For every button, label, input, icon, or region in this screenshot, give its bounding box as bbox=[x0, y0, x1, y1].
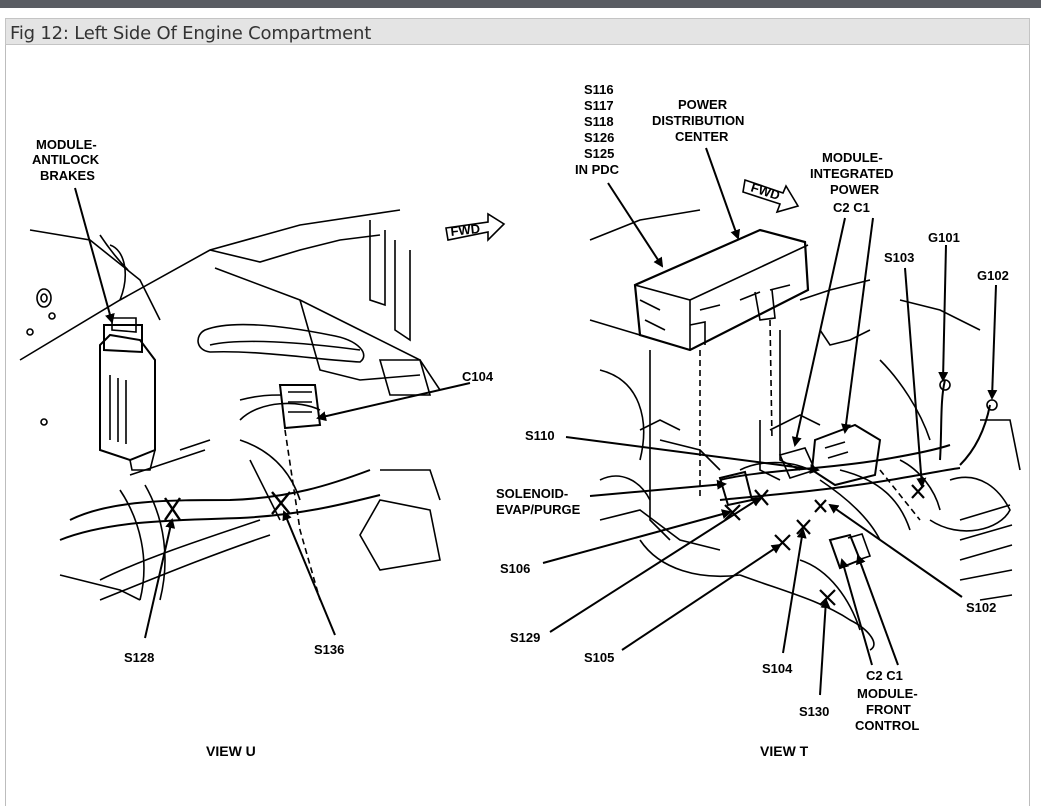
label-s117: S117 bbox=[584, 98, 614, 113]
view-t-labels: S116 S117 S118 S126 S125 IN PDC POWER DI… bbox=[496, 82, 1009, 733]
label-in-pdc: IN PDC bbox=[575, 162, 620, 177]
label-mip-2: INTEGRATED bbox=[810, 166, 894, 181]
label-s106: S106 bbox=[500, 561, 530, 576]
label-s118: S118 bbox=[584, 114, 614, 129]
label-solenoid-1: SOLENOID- bbox=[496, 486, 568, 501]
label-mip-1: MODULE- bbox=[822, 150, 883, 165]
label-s102: S102 bbox=[966, 600, 996, 615]
figure-title-bar bbox=[5, 18, 1030, 45]
label-s105: S105 bbox=[584, 650, 614, 665]
label-mfc-1: MODULE- bbox=[857, 686, 918, 701]
view-u-labels: MODULE- ANTILOCK BRAKES C104 S128 S136 bbox=[32, 137, 494, 665]
fwd-label-left: FWD bbox=[450, 221, 481, 239]
label-mfc-2: FRONT bbox=[866, 702, 911, 717]
label-s136: S136 bbox=[314, 642, 344, 657]
fwd-arrow-left: FWD bbox=[445, 212, 506, 242]
label-s104: S104 bbox=[762, 661, 793, 676]
label-s103: S103 bbox=[884, 250, 914, 265]
view-t-caption: VIEW T bbox=[760, 743, 809, 759]
label-solenoid-2: EVAP/PURGE bbox=[496, 502, 581, 517]
label-mip-c2c1: C2 C1 bbox=[833, 200, 870, 215]
label-module-antilock-3: BRAKES bbox=[40, 168, 95, 183]
view-t-drawing bbox=[589, 209, 1021, 651]
label-s110: S110 bbox=[525, 428, 555, 443]
label-pdc-3: CENTER bbox=[675, 129, 729, 144]
figure-title: Fig 12: Left Side Of Engine Compartment bbox=[10, 23, 372, 44]
figure-frame bbox=[5, 18, 1030, 806]
view-t-leaders bbox=[542, 147, 998, 696]
label-mip-3: POWER bbox=[830, 182, 880, 197]
label-module-antilock-2: ANTILOCK bbox=[32, 152, 100, 167]
label-s126: S126 bbox=[584, 130, 614, 145]
label-s129: S129 bbox=[510, 630, 540, 645]
label-s125: S125 bbox=[584, 146, 614, 161]
label-g102: G102 bbox=[977, 268, 1009, 283]
label-pdc-2: DISTRIBUTION bbox=[652, 113, 744, 128]
label-g101: G101 bbox=[928, 230, 960, 245]
label-s130: S130 bbox=[799, 704, 829, 719]
label-module-antilock-1: MODULE- bbox=[36, 137, 97, 152]
label-s116: S116 bbox=[584, 82, 614, 97]
view-u-caption: VIEW U bbox=[206, 743, 256, 759]
label-pdc-1: POWER bbox=[678, 97, 728, 112]
label-c104: C104 bbox=[462, 369, 494, 384]
view-u-drawing bbox=[19, 209, 441, 601]
view-u-leaders bbox=[74, 187, 471, 639]
window-top-bar bbox=[0, 0, 1041, 8]
label-mfc-3: CONTROL bbox=[855, 718, 919, 733]
label-s128-left: S128 bbox=[124, 650, 154, 665]
fwd-arrow-right: FWD bbox=[742, 178, 800, 214]
label-mfc-c2c1: C2 C1 bbox=[866, 668, 903, 683]
